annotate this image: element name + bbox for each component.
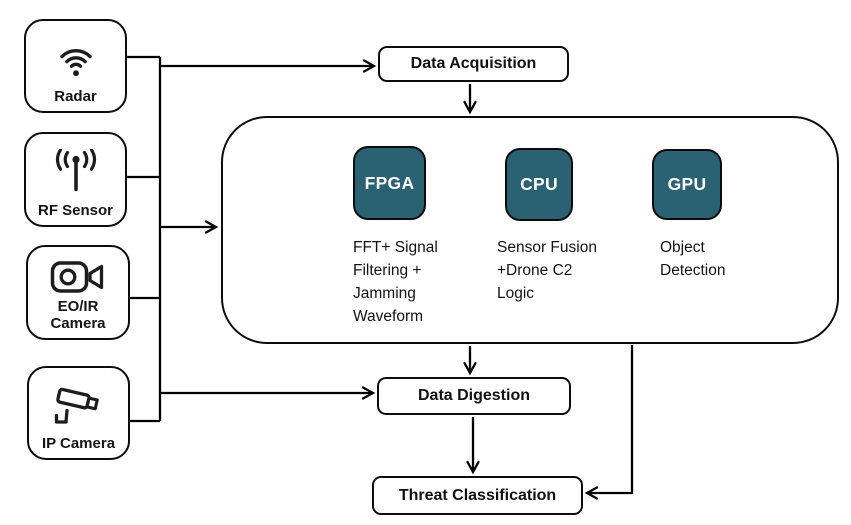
data-digestion-box: Data Digestion — [377, 377, 571, 415]
gpu-description: Object Detection — [660, 239, 726, 279]
cpu-chip: CPU — [505, 148, 573, 221]
radar-icon — [50, 28, 102, 89]
cpu-description: Sensor Fusion +Drone C2 Logic — [497, 239, 597, 302]
threat-classification-box: Threat Classification — [372, 476, 583, 515]
sensor-node-ip: IP Camera — [27, 366, 130, 460]
arrow-processing-to-classification — [584, 345, 634, 500]
data-acquisition-box: Data Acquisition — [378, 46, 569, 82]
sensor-label: IP Camera — [41, 434, 116, 452]
sensor-label: RF Sensor — [37, 201, 113, 219]
gpu-chip: GPU — [652, 149, 722, 220]
fpga-description: FFT+ Signal Filtering + Jamming Waveform — [353, 239, 438, 325]
eoir-camera-icon — [50, 254, 106, 299]
sensor-label: EO/IR Camera — [50, 298, 106, 332]
sensor-label: Radar — [54, 87, 97, 105]
rf-sensor-icon — [50, 141, 102, 203]
sensor-node-radar: Radar — [24, 19, 127, 113]
sensor-node-eoir: EO/IR Camera — [26, 245, 130, 340]
ip-camera-icon — [51, 375, 107, 436]
fpga-chip: FPGA — [353, 146, 426, 220]
sensor-node-rf: RF Sensor — [24, 132, 127, 227]
